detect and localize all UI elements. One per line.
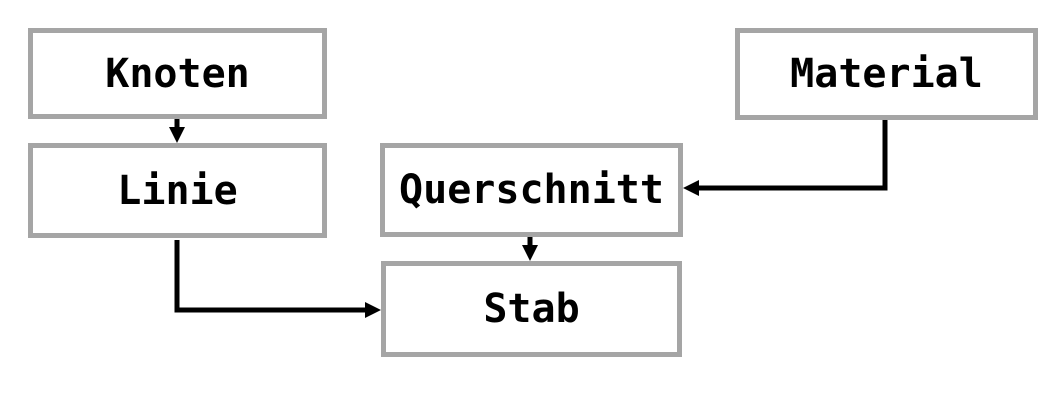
node-linie-label: Linie xyxy=(117,167,238,214)
node-knoten-label: Knoten xyxy=(105,50,250,97)
edge-querschnitt-to-stab xyxy=(522,237,538,261)
edge-linie-to-stab xyxy=(174,240,381,318)
node-querschnitt[interactable]: Querschnitt xyxy=(380,143,683,237)
node-stab[interactable]: Stab xyxy=(381,261,682,357)
edge-knoten-to-linie xyxy=(169,119,185,143)
edge-line xyxy=(695,120,888,191)
edge-material-to-querschnitt xyxy=(683,120,888,196)
arrowhead-icon xyxy=(683,180,699,196)
node-querschnitt-label: Querschnitt xyxy=(399,167,664,213)
edge-line xyxy=(174,240,369,313)
node-material-label: Material xyxy=(790,51,983,97)
arrowhead-icon xyxy=(169,127,185,143)
node-linie[interactable]: Linie xyxy=(28,143,327,238)
arrowhead-icon xyxy=(365,302,381,318)
node-material[interactable]: Material xyxy=(735,28,1038,120)
node-knoten[interactable]: Knoten xyxy=(28,28,327,119)
arrowhead-icon xyxy=(522,245,538,261)
node-stab-label: Stab xyxy=(483,286,580,332)
